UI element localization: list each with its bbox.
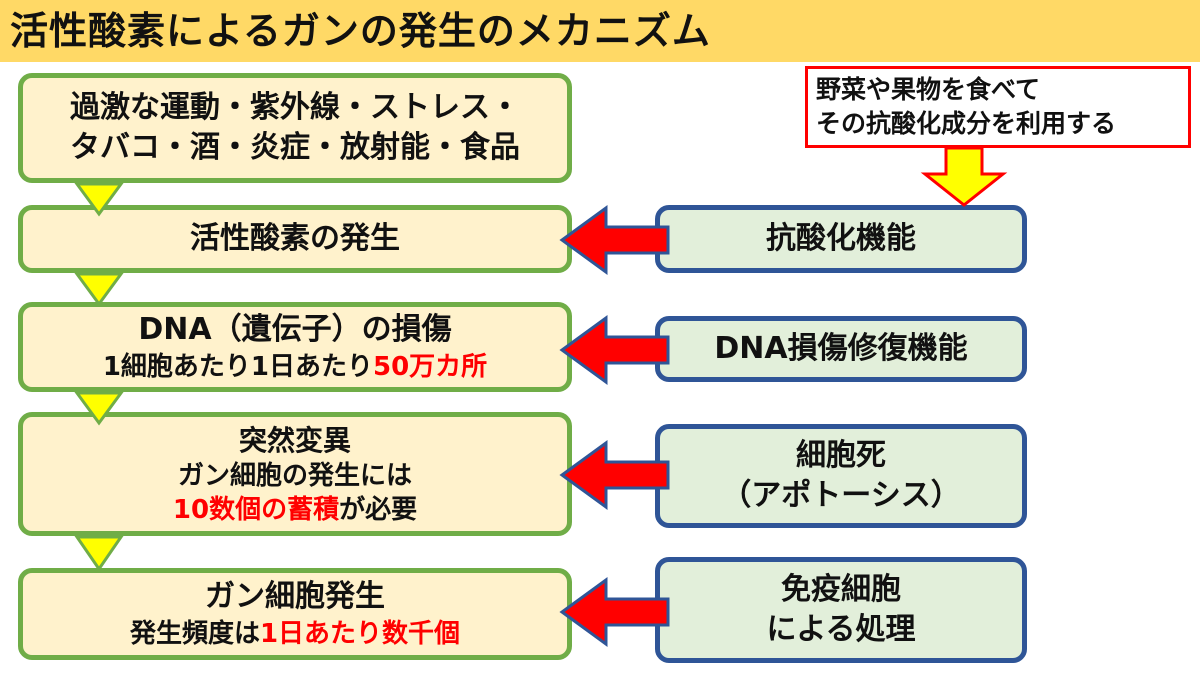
flow-down-triangle-icon (74, 391, 124, 426)
step-detail: 発生頻度は1日あたり数千個 (130, 617, 460, 651)
step-box-reactive-oxygen: 活性酸素の発生 (18, 205, 572, 273)
left-arrow-icon (559, 577, 670, 647)
detail-highlight: 1日あたり数千個 (259, 619, 461, 649)
defense-label-line-1: 免疫細胞 (781, 572, 901, 607)
step-detail-line-2: 10数個の蓄積が必要 (173, 493, 417, 527)
page-title: 活性酸素によるガンの発生のメカニズム (10, 9, 711, 53)
causes-line-1: 過激な運動・紫外線・ストレス・ (70, 90, 520, 125)
step-box-cancer-cell: ガン細胞発生 発生頻度は1日あたり数千個 (18, 568, 572, 660)
note-line-1: 野菜や果物を食べて (816, 75, 1041, 104)
detail-highlight: 10数個の蓄積 (172, 494, 340, 525)
left-arrow-icon (559, 315, 670, 385)
step-title: 活性酸素の発生 (190, 221, 400, 256)
flow-down-triangle-icon (74, 535, 124, 572)
defense-label: DNA損傷修復機能 (714, 331, 968, 366)
detail-suffix: が必要 (339, 494, 418, 525)
detail-prefix: 発生頻度は (129, 619, 260, 649)
left-arrow-icon (559, 440, 670, 510)
defense-box-dna-repair: DNA損傷修復機能 (655, 316, 1027, 382)
step-detail: 1細胞あたり1日あたり50万カ所 (103, 350, 487, 384)
flow-down-triangle-icon (74, 272, 124, 307)
title-bar: 活性酸素によるガンの発生のメカニズム (0, 0, 1200, 62)
defense-label-line-1: 細胞死 (796, 438, 886, 473)
note-line-2: その抗酸化成分を利用する (816, 109, 1117, 138)
detail-prefix: 1細胞あたり1日あたり (102, 352, 373, 382)
flow-down-triangle-icon (74, 182, 124, 217)
defense-label-line-2: （アポトーシス） (721, 478, 961, 513)
defense-box-antioxidant: 抗酸化機能 (655, 205, 1027, 273)
step-detail-line-1: ガン細胞の発生には (177, 460, 412, 491)
left-arrow-icon (559, 205, 670, 275)
note-box: 野菜や果物を食べて その抗酸化成分を利用する (805, 66, 1191, 148)
step-box-dna-damage: DNA（遺伝子）の損傷 1細胞あたり1日あたり50万カ所 (18, 302, 572, 392)
step-box-mutation: 突然変異 ガン細胞の発生には 10数個の蓄積が必要 (18, 412, 572, 536)
step-title: 突然変異 (238, 423, 351, 457)
defense-box-immune: 免疫細胞 による処理 (655, 557, 1027, 663)
step-title: DNA（遺伝子）の損傷 (138, 312, 452, 347)
defense-label: 抗酸化機能 (766, 221, 916, 256)
defense-box-apoptosis: 細胞死 （アポトーシス） (655, 424, 1027, 528)
detail-highlight: 50万カ所 (373, 352, 488, 382)
causes-line-2: タバコ・酒・炎症・放射能・食品 (70, 130, 520, 165)
step-title: ガン細胞発生 (205, 579, 385, 614)
note-down-arrow-icon (920, 146, 1008, 207)
defense-label-line-2: による処理 (766, 612, 916, 647)
causes-box: 過激な運動・紫外線・ストレス・ タバコ・酒・炎症・放射能・食品 (18, 73, 572, 183)
